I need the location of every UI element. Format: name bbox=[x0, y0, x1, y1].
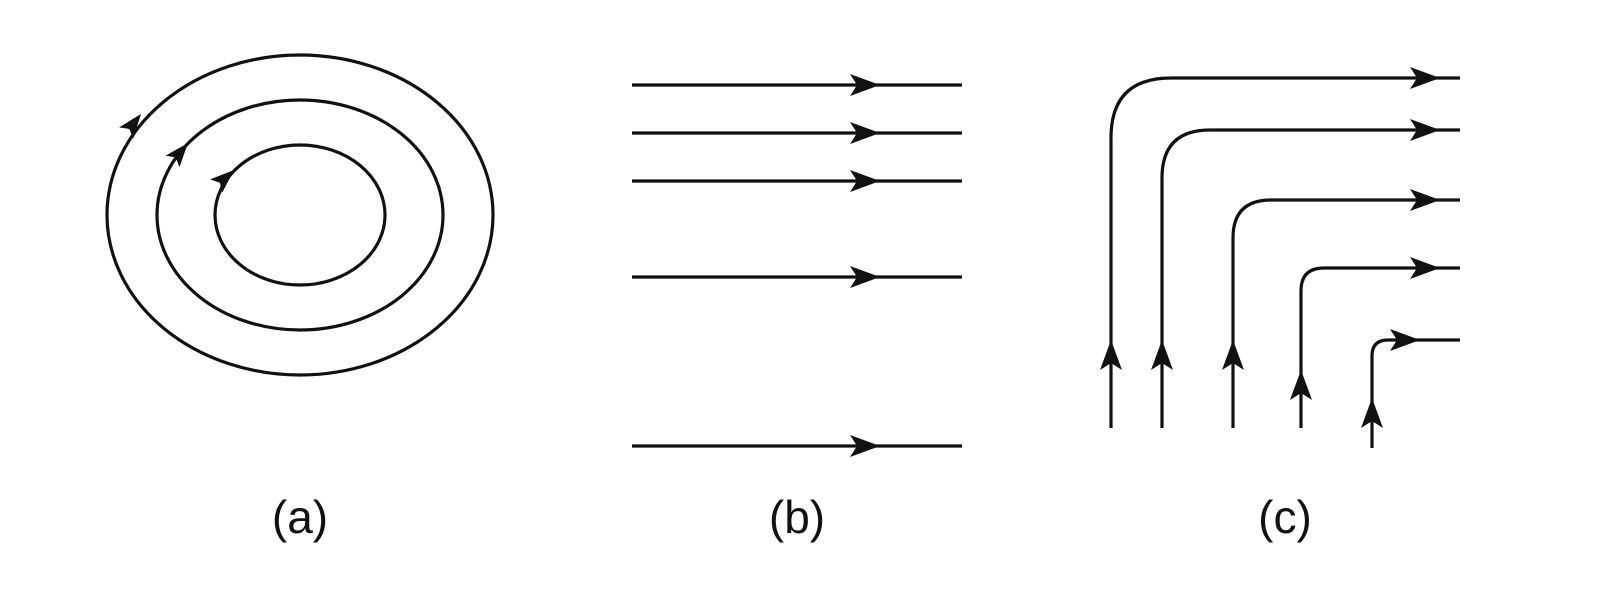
corner-line bbox=[1231, 198, 1460, 428]
arrowhead-right bbox=[1410, 189, 1440, 211]
arrowhead-loop-inner bbox=[210, 170, 234, 193]
corner-line bbox=[1109, 76, 1460, 428]
arrowhead-right bbox=[850, 74, 880, 96]
arrowhead-right bbox=[850, 170, 880, 192]
arrowhead-up bbox=[1361, 398, 1383, 428]
panel-a: (a) bbox=[105, 53, 495, 543]
corner-line bbox=[1160, 128, 1460, 428]
arrowhead-up bbox=[1222, 340, 1244, 370]
arrowhead-up bbox=[1151, 340, 1173, 370]
arrowhead-loop-middle bbox=[165, 143, 188, 168]
corner-line bbox=[1299, 266, 1460, 428]
arrowhead-right bbox=[850, 122, 880, 144]
arrowhead-right bbox=[850, 435, 880, 457]
arrowhead-right bbox=[850, 266, 880, 288]
panel-label-a: (a) bbox=[272, 491, 328, 543]
arrowhead-loop-outer bbox=[119, 114, 141, 139]
arrowhead-right bbox=[1410, 257, 1440, 279]
panel-label-b: (b) bbox=[769, 491, 825, 543]
arrowhead-right bbox=[1390, 329, 1420, 351]
arrowhead-right bbox=[1410, 67, 1440, 89]
panel-label-c: (c) bbox=[1258, 491, 1312, 543]
arrowhead-right bbox=[1410, 119, 1440, 141]
panel-c: (c) bbox=[1100, 67, 1460, 543]
corner-line bbox=[1370, 338, 1460, 448]
arrowhead-up bbox=[1290, 370, 1312, 400]
loop-outer bbox=[105, 53, 495, 377]
loop-middle bbox=[155, 98, 445, 332]
arrowhead-up bbox=[1100, 340, 1122, 370]
panel-b: (b) bbox=[632, 74, 962, 543]
loop-inner bbox=[213, 143, 387, 287]
